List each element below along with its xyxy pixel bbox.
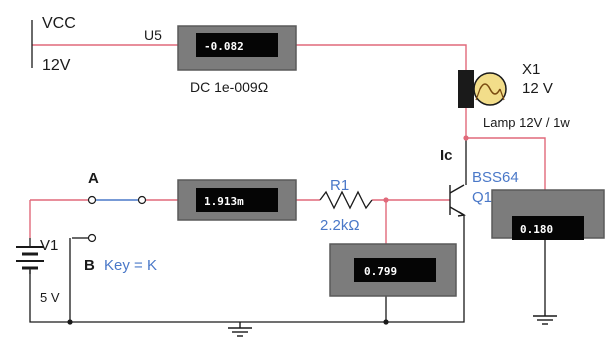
ammeter-u5[interactable]: U5 -0.082 DC 1e-009Ω: [144, 25, 297, 95]
ammeter-base[interactable]: 1.913m: [177, 179, 297, 221]
junction-dots-black: [67, 319, 389, 325]
transistor-model: BSS64: [472, 169, 519, 186]
voltmeter-base-reading: 0.799: [364, 265, 397, 278]
voltmeter-ce-display: [512, 216, 584, 240]
switch-key-label: Key = K: [104, 257, 157, 274]
resistor-icon: [319, 190, 373, 210]
vcc-voltage: 12V: [42, 57, 71, 74]
ammeter-u5-reading: -0.082: [204, 40, 244, 53]
ammeter-base-display: [196, 188, 278, 212]
npn-transistor-icon: [449, 184, 466, 217]
lamp-rating: 12 V: [522, 80, 553, 97]
battery-ref: V1: [40, 237, 58, 254]
voltmeter-base-display: [354, 258, 436, 282]
ground-icon: [533, 310, 557, 325]
battery-icon: [16, 238, 44, 274]
lamp-icon: [458, 70, 507, 108]
switch-node-a: A: [88, 170, 99, 187]
voltmeter-base[interactable]: 0.799: [329, 243, 457, 297]
battery-voltage: 5 V: [40, 290, 60, 305]
ammeter-u5-ref: U5: [144, 27, 162, 43]
collector-current-label: Ic: [440, 147, 453, 164]
lamp-ref: X1: [522, 61, 540, 78]
lamp-x1[interactable]: X1 12 V Lamp 12V / 1w: [458, 61, 570, 130]
battery-v1[interactable]: V1 5 V: [16, 237, 60, 305]
resistor-value: 2.2kΩ: [320, 217, 360, 234]
transistor-ref: Q1: [472, 189, 492, 206]
ammeter-base-reading: 1.913m: [204, 195, 244, 208]
black-wires: [29, 20, 546, 323]
vcc-supply: VCC 12V: [42, 15, 76, 74]
voltmeter-ce-reading: 0.180: [520, 223, 553, 236]
switch-node-b: B: [84, 257, 95, 274]
ammeter-u5-caption: DC 1e-009Ω: [190, 79, 268, 95]
ammeter-u5-display: [196, 33, 278, 57]
transistor-q1[interactable]: BSS64 Q1: [449, 169, 519, 217]
resistor-r1[interactable]: R1 2.2kΩ: [319, 177, 373, 234]
switch-k[interactable]: A B Key = K: [72, 170, 157, 274]
red-wires: [29, 44, 546, 244]
ground-icon: [228, 322, 252, 337]
vcc-label: VCC: [42, 15, 76, 32]
junction-dots: [383, 135, 469, 203]
lamp-description: Lamp 12V / 1w: [483, 115, 570, 130]
voltmeter-ce[interactable]: 0.180: [491, 189, 605, 240]
resistor-ref: R1: [330, 177, 349, 194]
